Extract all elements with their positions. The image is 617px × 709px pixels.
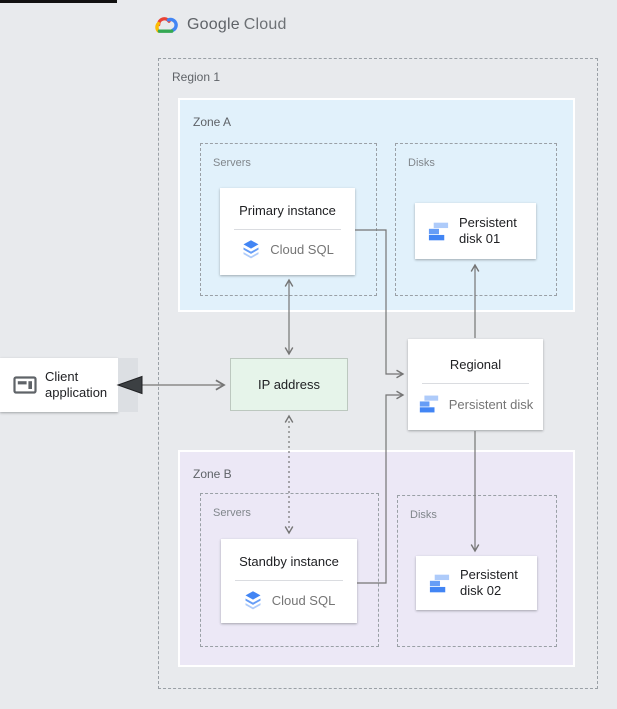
standby-instance-node: Standby instance Cloud SQL (221, 539, 357, 623)
ip-address-node: IP address (230, 358, 348, 411)
persistent-disk-01-label: Persistent disk 01 (459, 214, 517, 246)
regional-title: Regional (449, 357, 502, 372)
standby-instance-title: Standby instance (239, 554, 339, 569)
zone-a-disks-label: Disks (408, 157, 435, 169)
regional-persistent-disk-node: Regional Persistent disk (408, 339, 543, 430)
top-black-bar (0, 0, 117, 3)
client-application-node: Client application (0, 358, 118, 412)
persistent-disk-icon (418, 393, 440, 415)
regional-product-row: Persistent disk (418, 393, 534, 415)
persistent-disk-02-node: Persistent disk 02 (416, 556, 537, 610)
client-connector-pad (118, 358, 138, 412)
logo-word-cloud: Cloud (243, 15, 287, 33)
cloud-sql-icon (241, 239, 261, 259)
ip-address-label: IP address (258, 377, 320, 392)
region-1-container: Region 1 (158, 58, 598, 689)
zone-a-servers-label: Servers (213, 157, 251, 169)
zone-b-label: Zone B (193, 467, 232, 481)
standby-product-row: Cloud SQL (243, 590, 336, 610)
card-divider (235, 580, 343, 581)
application-window-icon (13, 375, 37, 395)
cloud-sql-icon (243, 590, 263, 610)
zone-a-disks-group: Disks (395, 143, 557, 296)
persistent-disk-icon (428, 572, 451, 595)
zone-b-disks-label: Disks (410, 509, 437, 521)
zone-a-label: Zone A (193, 115, 232, 129)
regional-product-label: Persistent disk (448, 396, 534, 412)
standby-product-label: Cloud SQL (271, 592, 336, 608)
card-divider (234, 229, 341, 230)
primary-product-label: Cloud SQL (270, 241, 334, 257)
persistent-disk-icon (427, 220, 450, 243)
google-cloud-icon (152, 14, 179, 35)
persistent-disk-01-node: Persistent disk 01 (415, 203, 536, 259)
zone-b-servers-label: Servers (213, 507, 251, 519)
card-divider (422, 383, 529, 384)
primary-instance-title: Primary instance (239, 203, 336, 218)
region-label: Region 1 (172, 70, 221, 84)
primary-instance-node: Primary instance Cloud SQL (220, 188, 355, 275)
primary-product-row: Cloud SQL (241, 239, 334, 259)
client-application-label: Client application (45, 368, 108, 400)
logo-word-google: Google (187, 15, 240, 33)
persistent-disk-02-label: Persistent disk 02 (460, 566, 518, 598)
